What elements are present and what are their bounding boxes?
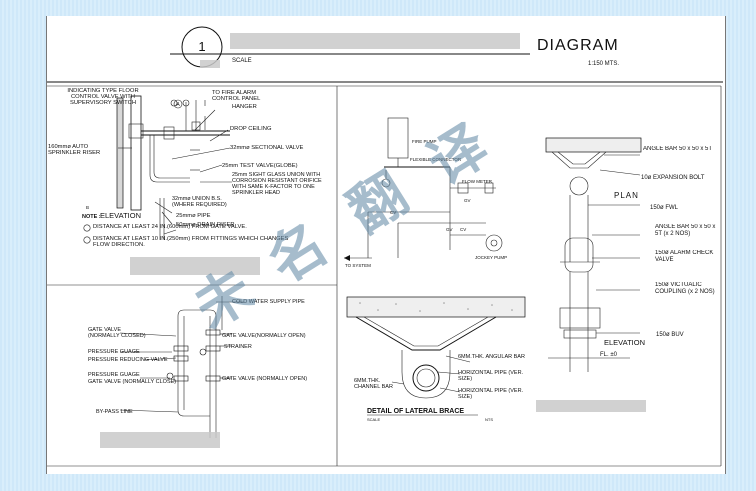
plan-elevation-detail: ANGLE BAR 50 x 50 x 5T 10ø EXPANSION BOL… xyxy=(536,137,715,412)
label-test-valve: 25mm TEST VALVE(GLOBE) xyxy=(222,163,298,169)
label-drain-riser: 50mmø DRAIN RISER xyxy=(176,222,235,228)
label-horizontal-pipe-2: HORIZONTAL PIPE (VER. SIZE) xyxy=(458,388,523,400)
label-note-b: DISTANCE AT LEAST 10 IN.(250mm) FROM FIT… xyxy=(93,236,288,248)
label-strainer: STRAINER xyxy=(224,344,252,350)
lateral-brace-detail: 6MM.THK. ANGULAR BAR HORIZONTAL PIPE (VE… xyxy=(346,296,526,422)
label-angular-bar: 6MM.THK. ANGULAR BAR xyxy=(458,354,525,360)
blurred-water-caption xyxy=(100,432,220,448)
label-cold-water: COLD WATER SUPPLY PIPE xyxy=(232,299,305,305)
label-note: NOTE : xyxy=(82,214,101,220)
marker-a-label: A xyxy=(176,102,180,108)
panel-borders xyxy=(47,85,722,467)
label-drop-ceiling: DROP CEILING xyxy=(230,126,272,132)
label-gate-valve-nc: GATE VALVE (NORMALLY CLOSED) xyxy=(88,327,146,339)
label-nts: NTS xyxy=(485,417,493,422)
label-hanger: HANGER xyxy=(232,104,257,110)
label-victualic-coupling: 150ø VICTUALIC COUPLING (x 2 NOS) xyxy=(655,282,715,295)
riser-detail: A INDICATING TYPE FLOOR CONTROL VALVE WI… xyxy=(48,88,322,275)
scale-label: SCALE xyxy=(232,58,252,64)
label-angle-bar-2: ANGLE BAR 50 x 50 x 5T (x 2 NOS) xyxy=(655,224,715,237)
label-note-a: DISTANCE AT LEAST 24 IN.(600mm) FROM GAT… xyxy=(93,224,247,230)
label-elevation: ELEVATION xyxy=(100,211,141,220)
label-flow-meter: FLOW METER xyxy=(462,179,493,184)
blurred-elevation-caption xyxy=(536,400,646,412)
label-flexible-connector: FLEXIBLE CONNECTOR xyxy=(410,157,462,162)
label-gv-1: GV xyxy=(464,198,471,203)
blurred-title-text xyxy=(230,33,520,49)
label-pressure-gauge-2: PRESSURE GUAGE xyxy=(88,372,140,378)
label-pressure-gauge-1: PRESSURE GUAGE xyxy=(88,349,140,355)
svg-text:译: 译 xyxy=(417,113,500,198)
diagram-title: DIAGRAM xyxy=(537,37,619,54)
label-fwl: 150ø FWL xyxy=(650,205,679,211)
label-sectional-valve: 32mmø SECTIONAL VALVE xyxy=(230,145,303,151)
label-channel-bar: 6MM.THK. CHANNEL BAR xyxy=(354,378,393,390)
label-union: 32mmø UNION B.S. (WHERE REQUIRED) xyxy=(172,196,227,208)
blurred-riser-caption xyxy=(130,257,260,275)
label-sprinkler-riser: 160mmø AUTO SPRINKLER RISER xyxy=(48,144,100,156)
detail-number: 1 xyxy=(198,39,205,54)
drawing-sheet xyxy=(46,16,726,474)
label-gate-valve-nc2: GATE VALVE (NORMALLY CLOSE) xyxy=(88,379,176,385)
label-pressure-reducing: PRESSURE REDUCING VALVE xyxy=(88,357,168,363)
label-fire-alarm: TO FIRE ALARM CONTROL PANEL xyxy=(212,90,260,102)
blurred-scale-mark xyxy=(200,60,220,68)
label-jockey-pump: JOCKEY PUMP xyxy=(475,255,507,260)
label-sight-glass: 25mm SIGHT GLASS UNION WITH CORROSION RE… xyxy=(232,172,322,196)
label-gv-2: GV xyxy=(446,227,453,232)
label-gate-valve-no2: GATE VALVE (NORMALLY OPEN) xyxy=(222,376,307,382)
label-scale: SCALE xyxy=(367,417,380,422)
detail-title-lateral-brace: DETAIL OF LATERAL BRACE xyxy=(367,408,464,415)
label-angle-bar-top: ANGLE BAR 50 x 50 x 5T xyxy=(643,146,712,152)
scale-value: 1:150 MTS. xyxy=(588,61,619,67)
label-buv: 150ø BUV xyxy=(656,332,684,338)
pump-detail: FIRE PUMP FLEXIBLE CONNECTOR FLOW METER … xyxy=(344,117,507,268)
label-bypass: BY-PASS LINE xyxy=(96,409,133,415)
note-b-marker xyxy=(83,236,91,244)
label-expansion-bolt: 10ø EXPANSION BOLT xyxy=(641,175,705,181)
label-indicating-valve: INDICATING TYPE FLOOR CONTROL VALVE WITH… xyxy=(67,88,138,106)
label-fire-pump: FIRE PUMP xyxy=(412,139,437,144)
note-a-marker xyxy=(83,224,91,232)
marker-b-label: B xyxy=(86,205,89,210)
label-horizontal-pipe-1: HORIZONTAL PIPE (VER. SIZE) xyxy=(458,370,523,382)
title-block: 1 DIAGRAM SCALE 1:150 MTS. xyxy=(47,26,723,83)
label-cv-2: CV xyxy=(460,227,466,232)
label-alarm-check-valve: 150ø ALARM CHECK VALVE xyxy=(655,250,713,263)
label-pipe-25: 25mmø PIPE xyxy=(176,213,211,219)
svg-text:翻: 翻 xyxy=(337,161,419,246)
label-fl: FL. ±0 xyxy=(600,352,618,358)
label-elevation-right: ELEVATION xyxy=(604,338,645,347)
label-cv: CV xyxy=(390,210,396,215)
label-plan: PLAN xyxy=(614,191,639,200)
water-supply-detail: COLD WATER SUPPLY PIPE GATE VALVE (NORMA… xyxy=(88,296,307,448)
label-gate-valve-no: GATE VALVE(NORMALLY OPEN) xyxy=(222,333,306,339)
label-to-system: TO SYSTEM xyxy=(345,263,371,268)
marker-a-circle xyxy=(173,99,183,109)
